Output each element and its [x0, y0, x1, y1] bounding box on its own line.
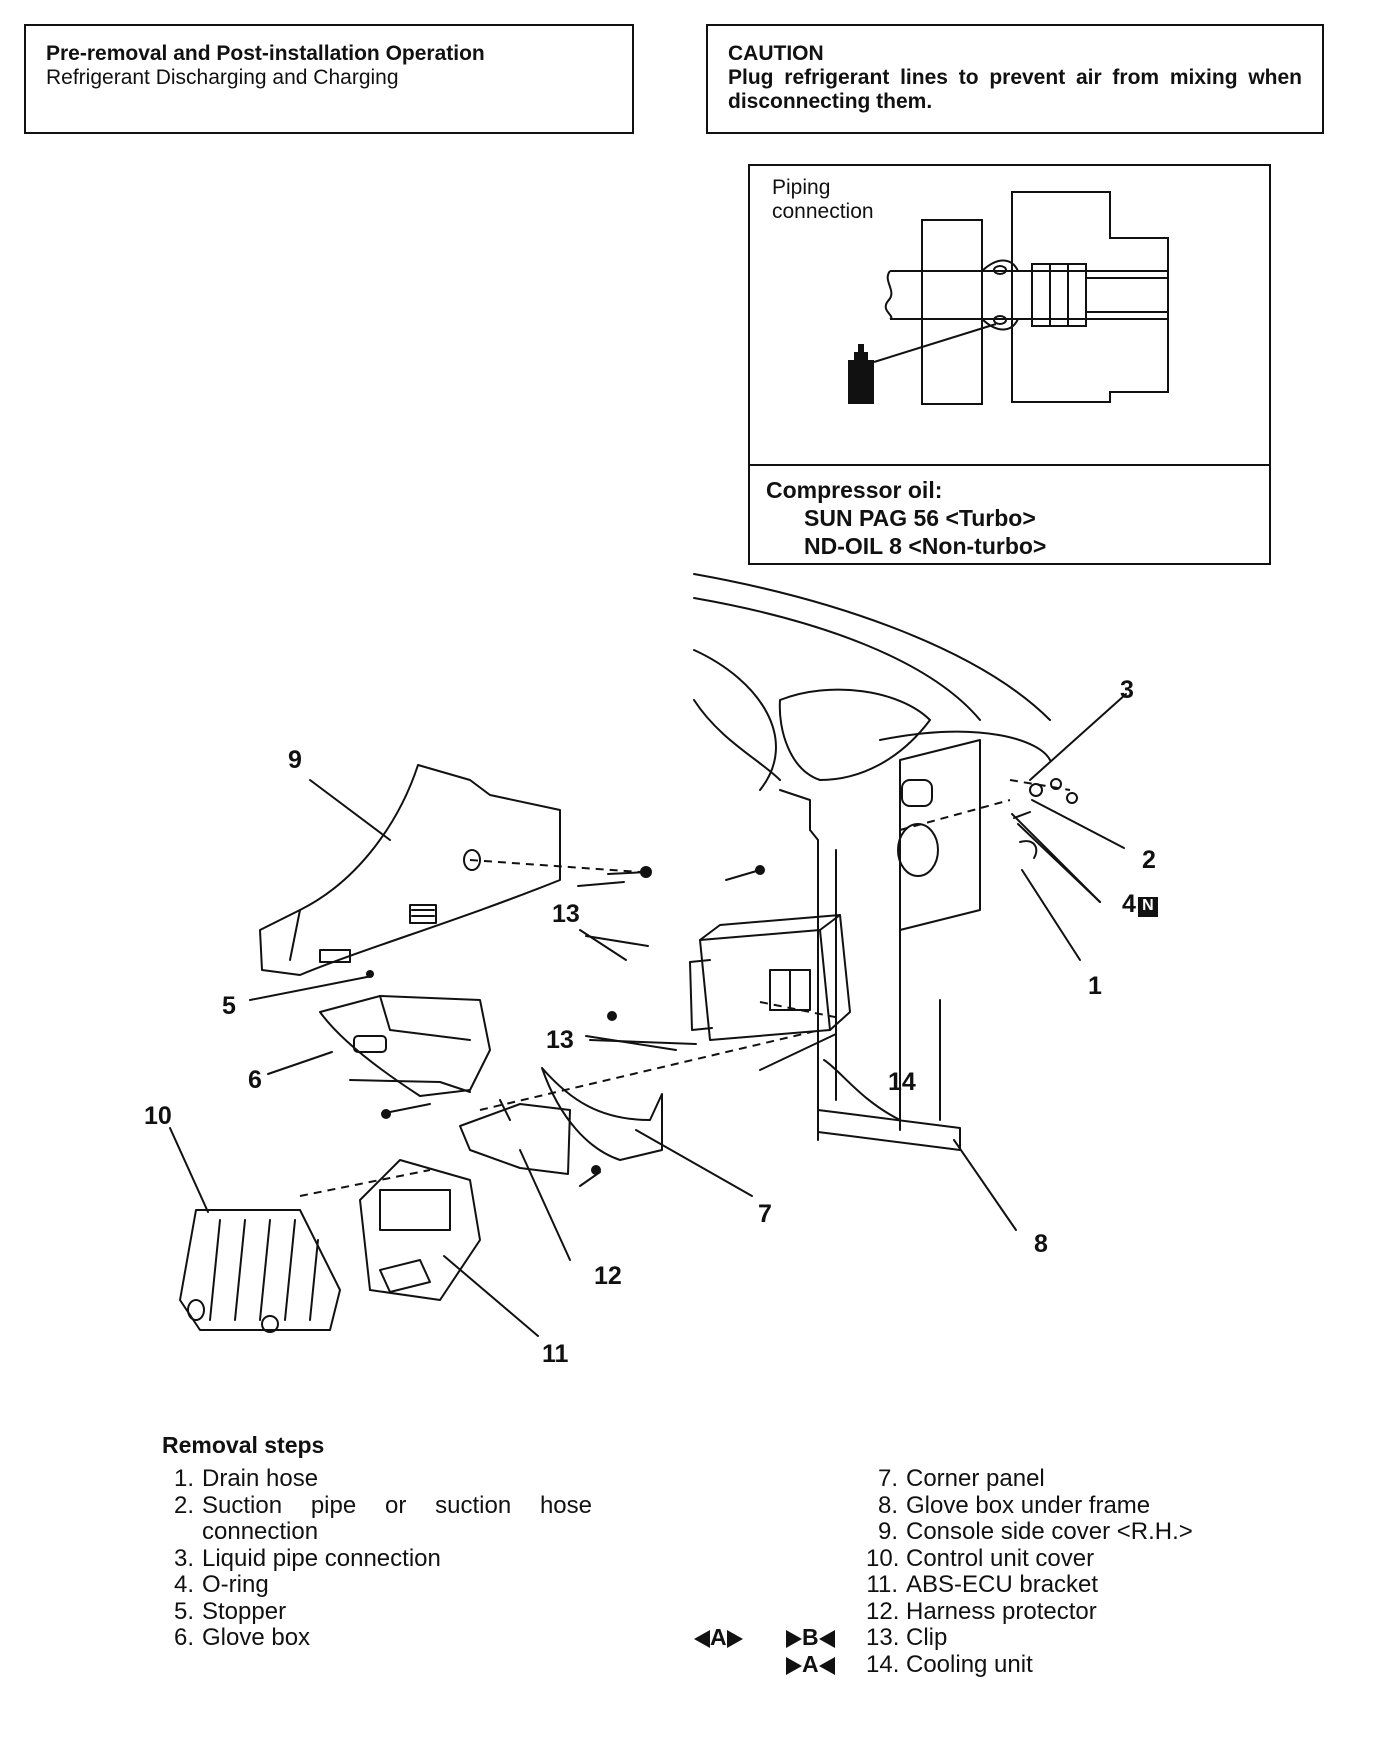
marker-14-installation: A: [786, 1651, 835, 1677]
callout-5: 5: [222, 992, 236, 1020]
list-item: 6.Glove box: [173, 1624, 311, 1651]
list-item: 11.ABS-ECU bracket: [866, 1571, 1099, 1598]
callout-11: 11: [542, 1340, 569, 1368]
list-item: 8.Glove box under frame: [877, 1491, 1151, 1519]
list-item: 3.Liquid pipe connection: [173, 1544, 441, 1572]
list-item: 13.Clip: [866, 1624, 948, 1651]
callout-14: 14: [888, 1068, 916, 1096]
piping-connection-label: Piping connection: [772, 176, 874, 223]
list-item: 12.Harness protector: [866, 1597, 1097, 1625]
new-part-badge: N: [1137, 897, 1158, 917]
callout-13-lower: 13: [546, 1026, 574, 1054]
compressor-oil-non-turbo: ND-OIL 8 <Non-turbo>: [804, 533, 1047, 559]
callout-4-number: 4: [1122, 890, 1136, 918]
compressor-oil-section: Compressor oil: SUN PAG 56 <Turbo> ND-OI…: [750, 464, 1269, 565]
piping-connection-illustration: [848, 191, 1169, 405]
callout-10: 10: [144, 1102, 172, 1130]
list-item: 4.O-ring: [173, 1571, 269, 1598]
triangle-left-icon: [818, 1629, 835, 1648]
compressor-oil-heading: Compressor oil:: [766, 477, 943, 503]
pre-removal-subtitle: Refrigerant Discharging and Charging: [46, 66, 399, 89]
callout-12: 12: [594, 1262, 622, 1290]
removal-steps-left: 1.Drain hose 2.Suction pipe or suction h…: [162, 1465, 592, 1652]
pre-removal-title: Pre-removal and Post-installation Operat…: [46, 42, 485, 65]
callout-6: 6: [248, 1066, 262, 1094]
exploded-view-diagram: [169, 573, 1127, 1337]
list-item: 2.Suction pipe or suction hose connectio…: [173, 1491, 592, 1545]
list-item: 5.Stopper: [173, 1597, 287, 1625]
caution-title: CAUTION: [728, 42, 824, 65]
callout-1: 1: [1088, 972, 1102, 1000]
marker-13-removal: A: [694, 1624, 743, 1650]
callout-8: 8: [1034, 1230, 1048, 1258]
compressor-oil-turbo: SUN PAG 56 <Turbo>: [804, 505, 1036, 531]
caution-box: CAUTION Plug refrigerant lines to preven…: [706, 24, 1324, 134]
removal-steps-title: Removal steps: [162, 1432, 325, 1458]
list-item: 7.Corner panel: [877, 1465, 1045, 1492]
callout-2: 2: [1142, 846, 1156, 874]
triangle-right-icon: [786, 1629, 802, 1648]
caution-text: Plug refrigerant lines to prevent air fr…: [728, 66, 1302, 113]
removal-steps-right: 7.Corner panel 8.Glove box under frame 9…: [866, 1465, 1386, 1678]
marker-13-installation: B: [786, 1624, 835, 1650]
pre-removal-box: Pre-removal and Post-installation Operat…: [24, 24, 634, 134]
list-item: 14.Cooling unit: [866, 1650, 1033, 1678]
list-item: 9.Console side cover <R.H.>: [877, 1518, 1193, 1545]
list-item: 10.Control unit cover: [866, 1544, 1095, 1572]
triangle-left-icon: [694, 1629, 710, 1648]
callout-9: 9: [288, 746, 302, 774]
triangle-left-icon: [818, 1656, 835, 1675]
callout-13-upper: 13: [552, 900, 580, 928]
triangle-right-icon: [786, 1656, 802, 1675]
list-item: 1.Drain hose: [173, 1465, 319, 1492]
callout-3: 3: [1120, 676, 1134, 704]
callout-7: 7: [758, 1200, 772, 1228]
triangle-right-icon: [726, 1629, 743, 1648]
piping-connection-box: Piping connection Compressor oil: SUN PA…: [748, 164, 1271, 565]
